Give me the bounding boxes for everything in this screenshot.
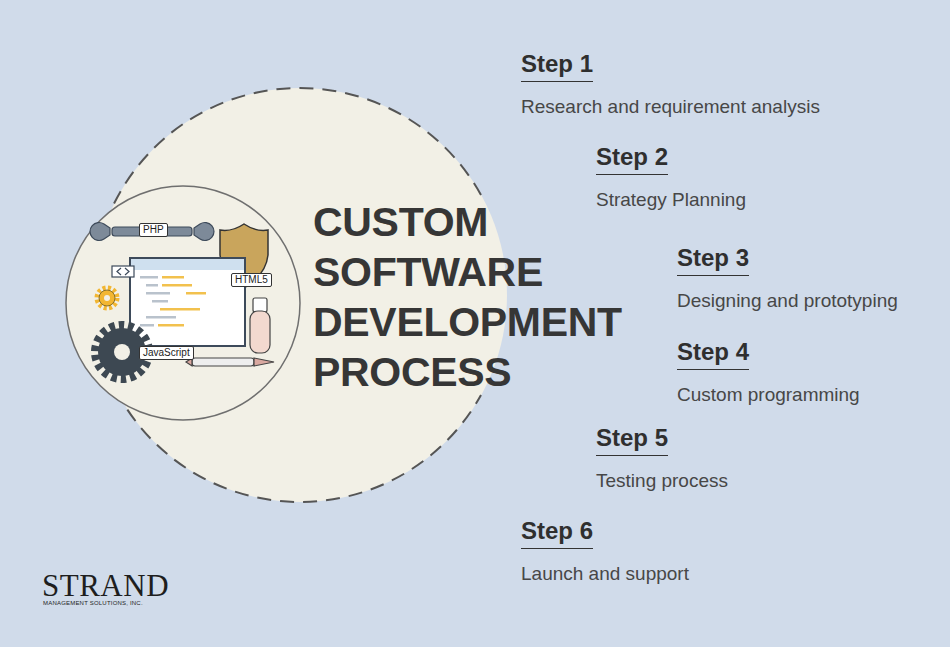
step-description: Designing and prototyping	[677, 290, 898, 312]
step-number: Step 6	[521, 517, 593, 549]
small-gear	[97, 288, 117, 308]
step-number: Step 1	[521, 50, 593, 82]
step-description: Research and requirement analysis	[521, 96, 820, 118]
step-description: Strategy Planning	[596, 189, 746, 211]
usb-stick	[250, 298, 270, 353]
step-number: Step 5	[596, 424, 668, 456]
company-logo: STRAND	[42, 570, 169, 602]
language-tag: JavaScript	[139, 346, 194, 360]
wrench	[90, 222, 214, 240]
stylus-pen	[186, 358, 274, 366]
step-description: Testing process	[596, 470, 728, 492]
step-number: Step 3	[677, 244, 749, 276]
diagram-title: CUSTOM SOFTWARE DEVELOPMENT PROCESS	[313, 197, 622, 397]
step-number: Step 2	[596, 143, 668, 175]
small-circle	[66, 186, 300, 420]
step-description: Launch and support	[521, 563, 689, 585]
language-tag: HTML5	[231, 273, 272, 287]
company-tagline: MANAGEMENT SOLUTIONS, INC.	[43, 600, 143, 607]
step-number: Step 4	[677, 338, 749, 370]
step-description: Custom programming	[677, 384, 860, 406]
language-tag: PHP	[139, 223, 168, 237]
